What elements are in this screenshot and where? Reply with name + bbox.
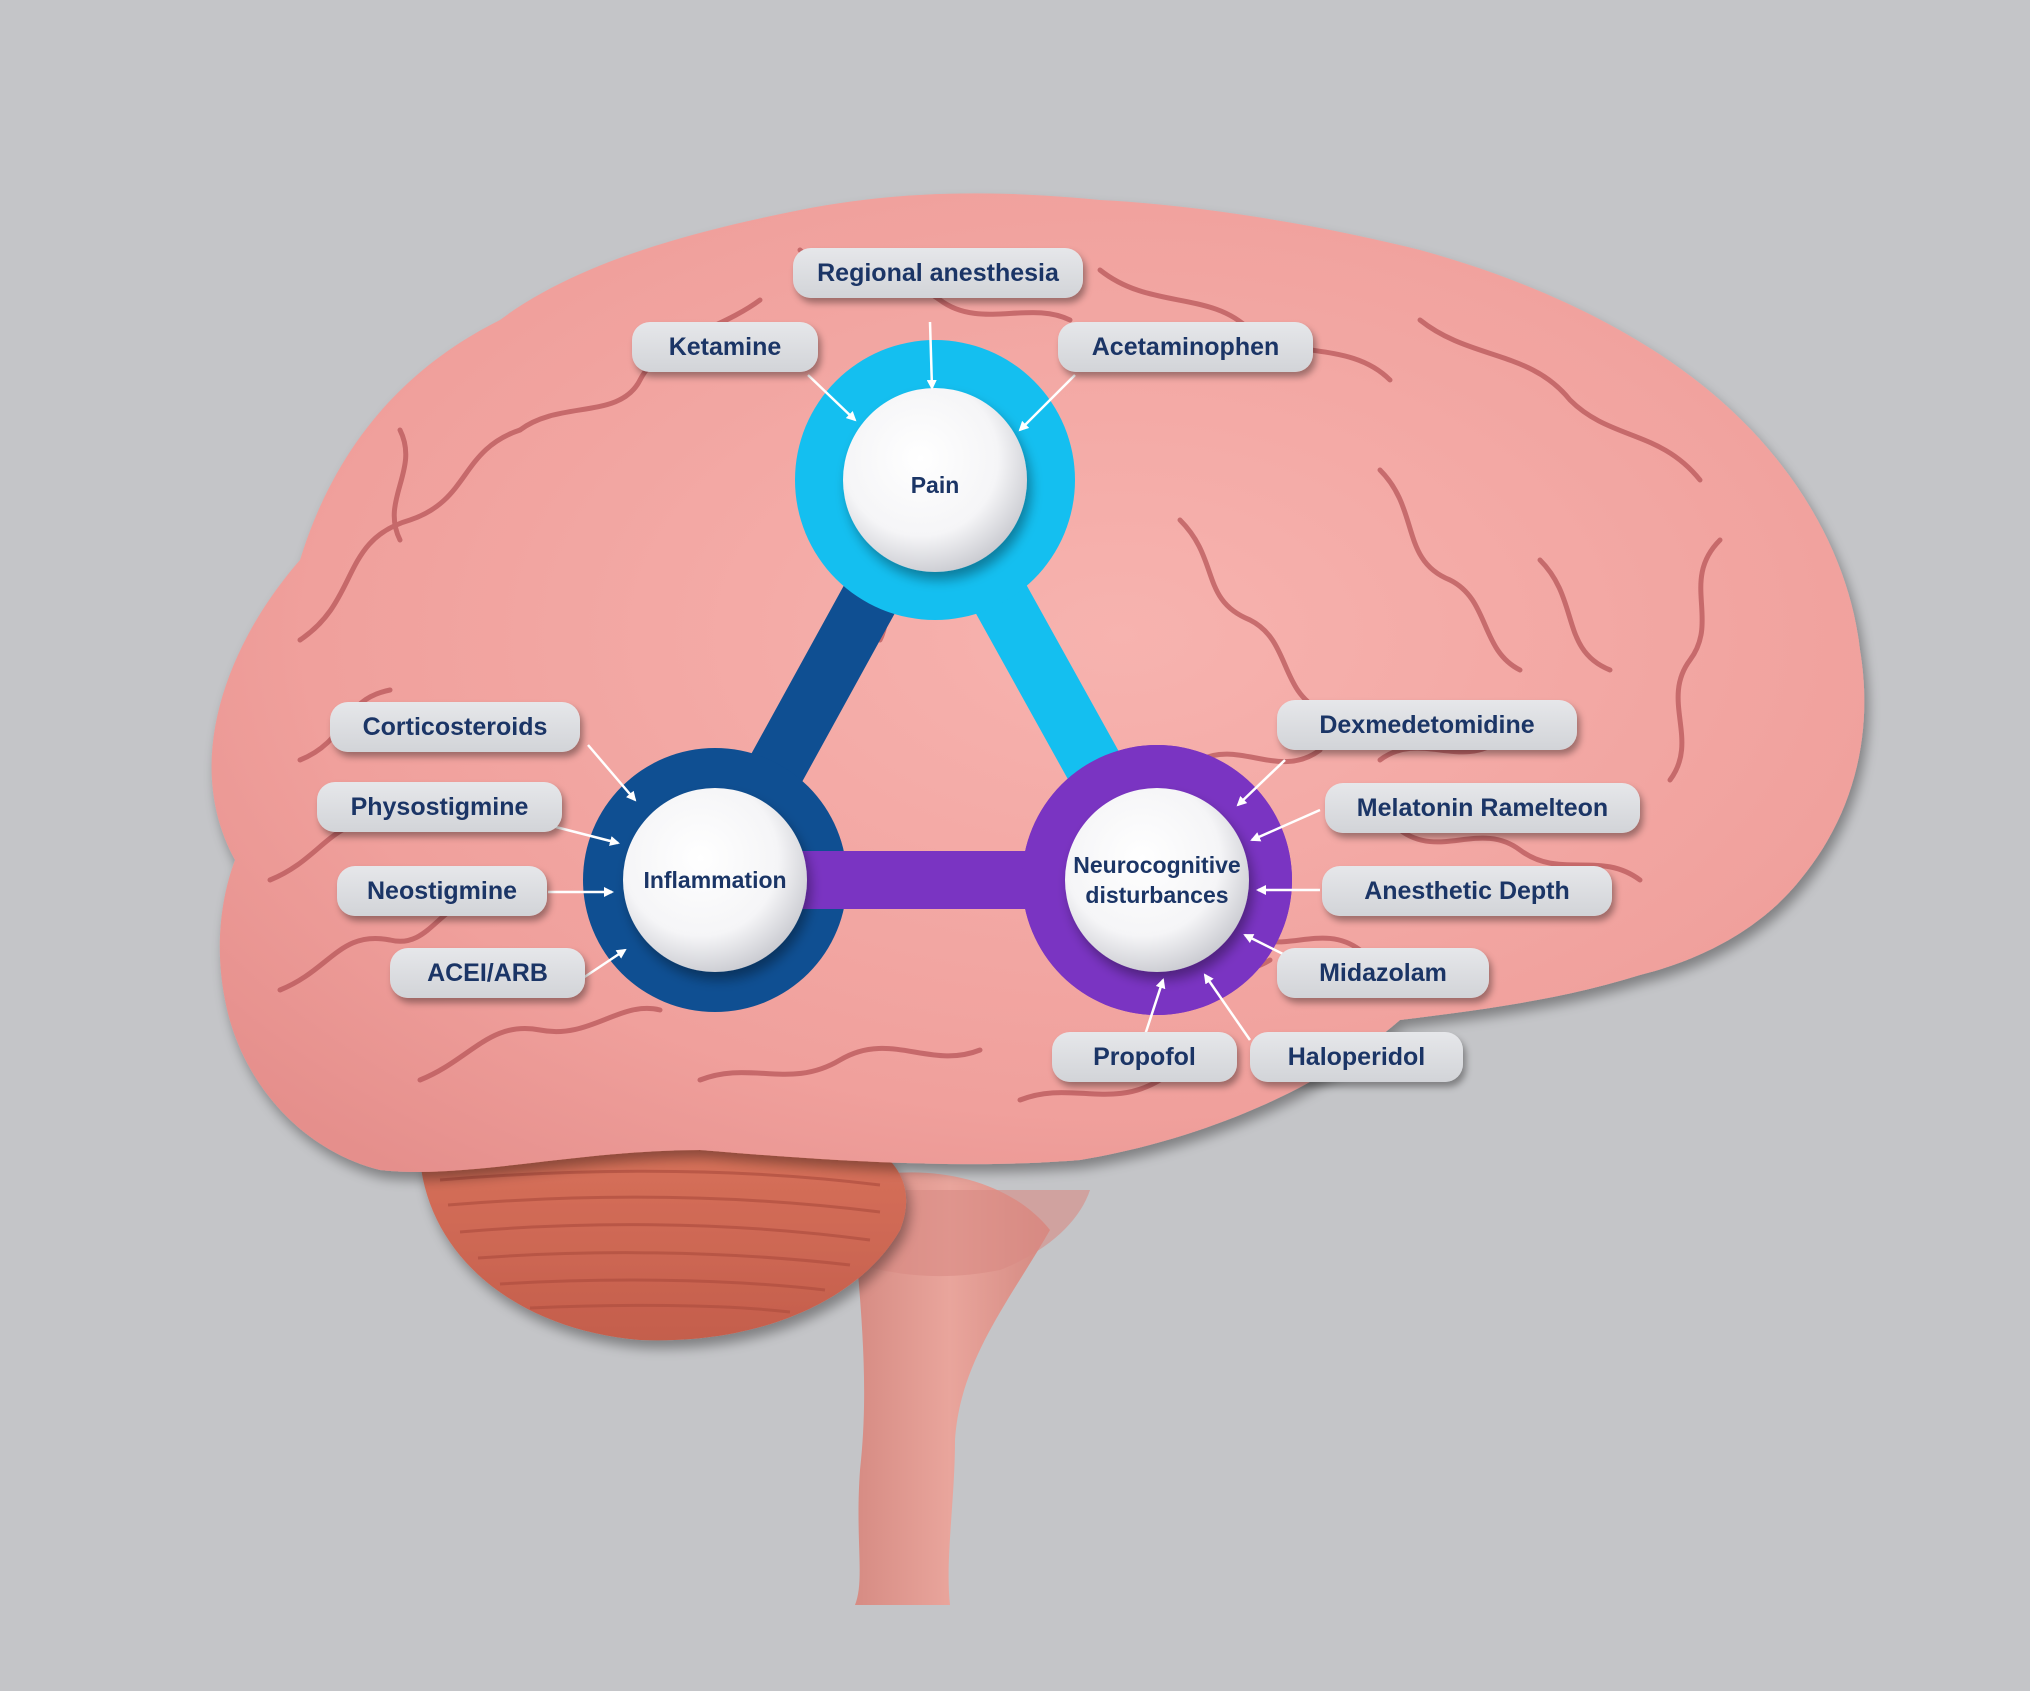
pain-node-label: Pain bbox=[855, 455, 1015, 515]
label-midazolam: Midazolam bbox=[1277, 948, 1489, 998]
label-dexmedetomidine: Dexmedetomidine bbox=[1277, 700, 1577, 750]
label-ketamine: Ketamine bbox=[632, 322, 818, 372]
label-melatonin-ramelteon: Melatonin Ramelteon bbox=[1325, 783, 1640, 833]
label-anesthetic-depth: Anesthetic Depth bbox=[1322, 866, 1612, 916]
label-acei-arb: ACEI/ARB bbox=[390, 948, 585, 998]
neuro-node-label: Neurocognitive disturbances bbox=[1057, 840, 1257, 920]
label-regional-anesthesia: Regional anesthesia bbox=[793, 248, 1083, 298]
label-haloperidol: Haloperidol bbox=[1250, 1032, 1463, 1082]
label-propofol: Propofol bbox=[1052, 1032, 1237, 1082]
inflammation-node-label: Inflammation bbox=[615, 850, 815, 910]
label-physostigmine: Physostigmine bbox=[317, 782, 562, 832]
label-acetaminophen: Acetaminophen bbox=[1058, 322, 1313, 372]
label-corticosteroids: Corticosteroids bbox=[330, 702, 580, 752]
label-neostigmine: Neostigmine bbox=[337, 866, 547, 916]
